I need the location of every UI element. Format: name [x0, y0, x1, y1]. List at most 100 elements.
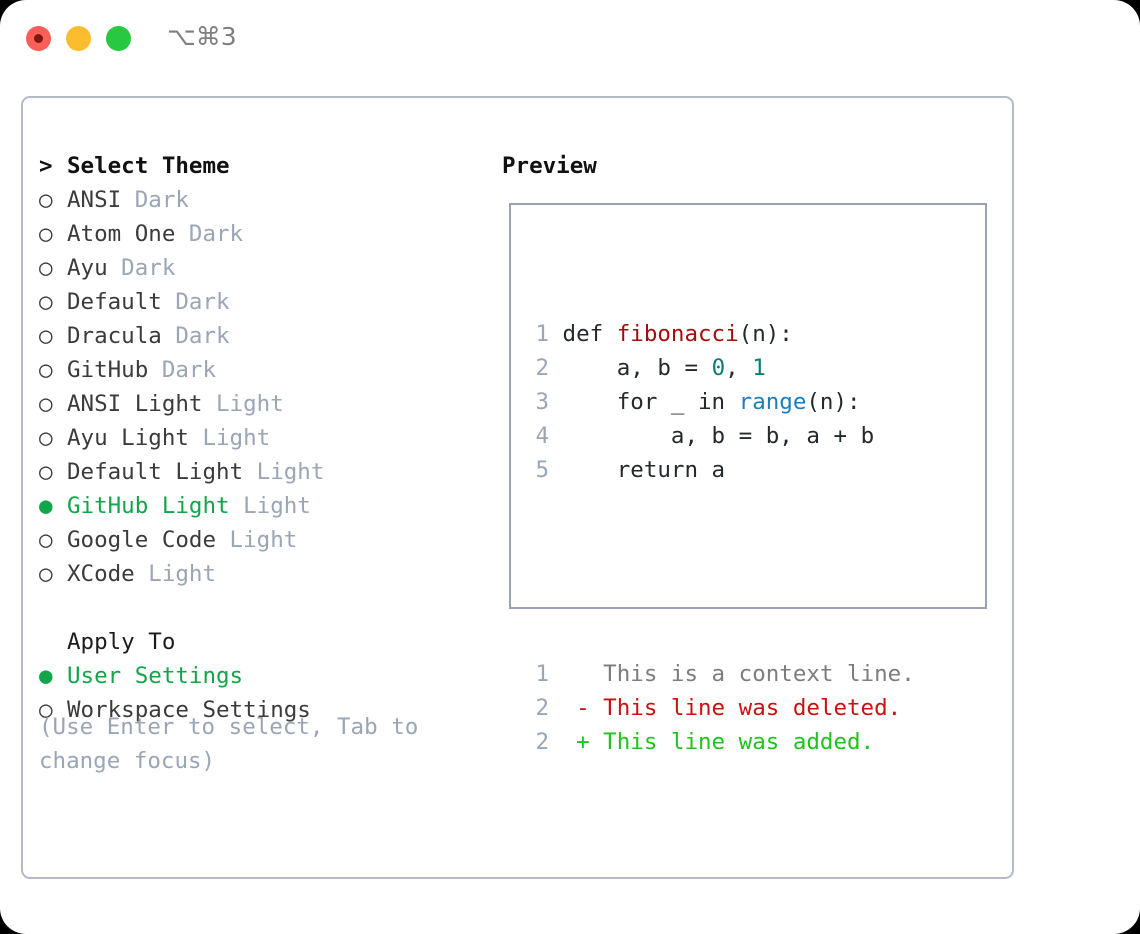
close-button[interactable] — [26, 26, 51, 51]
theme-name-label: Dracula — [67, 323, 162, 349]
hint-text: (Use Enter to select, Tab to change focu… — [39, 714, 419, 774]
maximize-button[interactable] — [106, 26, 131, 51]
line-number: 1 — [535, 661, 549, 687]
prompt-caret-icon: > — [39, 153, 53, 179]
theme-list-item[interactable]: ●GitHub Light Light — [39, 489, 479, 523]
window-shortcut-label: ⌥⌘3 — [167, 22, 237, 51]
preview-heading: Preview — [502, 153, 597, 179]
code-token-plain: (n): — [806, 389, 861, 415]
radio-unselected-icon: ○ — [39, 391, 53, 417]
radio-unselected-icon: ○ — [39, 221, 53, 247]
theme-list-item[interactable]: ○ Default Dark — [39, 285, 479, 319]
theme-list-item[interactable]: ○ Dracula Dark — [39, 319, 479, 353]
theme-variant-tag: Dark — [107, 255, 176, 281]
line-number: 5 — [535, 457, 549, 483]
theme-variant-tag: Dark — [121, 187, 189, 213]
theme-list-item[interactable]: ○ANSI Light Light — [39, 387, 479, 421]
theme-list-item[interactable]: ○ Google Code Light — [39, 523, 479, 557]
diff-lines: 1 This is a context line.2 - This line w… — [527, 657, 915, 759]
theme-name-label: Ayu Light — [67, 425, 189, 451]
theme-picker-heading: > Select Theme — [39, 149, 479, 183]
theme-variant-tag: Light — [243, 459, 325, 485]
theme-list-item[interactable]: ○ GitHub Dark — [39, 353, 479, 387]
apply-to-list: ● User Settings ○ Workspace Settings — [39, 659, 479, 727]
code-token-plain: a, b = b, a + b — [670, 423, 875, 449]
theme-variant-tag: Light — [229, 493, 311, 519]
theme-name-label: Google Code — [67, 527, 217, 553]
theme-name-label: Default — [67, 289, 162, 315]
theme-list-item[interactable]: ○ANSI Dark — [39, 183, 479, 217]
radio-unselected-icon: ○ — [39, 357, 53, 383]
code-line: 3 for _ in range(n): — [527, 385, 915, 419]
theme-name-label: GitHub — [67, 357, 149, 383]
page-title: Select Theme — [67, 153, 230, 179]
diff-line-del: 2 - This line was deleted. — [527, 691, 915, 725]
theme-variant-tag: Dark — [175, 221, 244, 247]
theme-variant-tag: Light — [216, 527, 298, 553]
apply-to-label: Workspace Settings — [67, 697, 311, 723]
line-number: 2 — [535, 729, 549, 755]
apply-to-heading: Apply To — [67, 629, 176, 655]
code-token-plain: a, b = — [616, 355, 712, 381]
code-token-num: 0 — [711, 355, 726, 381]
radio-unselected-icon: ○ — [39, 425, 53, 451]
theme-list-item[interactable]: ○ Ayu Dark — [39, 251, 479, 285]
code-token-fn: fibonacci — [616, 321, 739, 347]
line-number: 1 — [535, 321, 549, 347]
theme-list-item[interactable]: ○ Ayu Light Light — [39, 421, 479, 455]
apply-to-label: User Settings — [67, 663, 244, 689]
radio-unselected-icon: ○ — [39, 289, 53, 315]
theme-variant-tag: Dark — [148, 357, 217, 383]
main-panel: >Select Theme ○ANSI Dark○Atom One Dark○A… — [21, 96, 1014, 879]
diff-line-text: - This line was deleted. — [549, 695, 902, 721]
diff-line-text: This is a context line. — [549, 661, 915, 687]
code-token-plain: return a — [616, 457, 726, 483]
code-indent — [549, 389, 617, 415]
theme-name-label: ANSI Light — [67, 391, 203, 417]
title-bar: ⌥⌘3 — [0, 0, 1140, 78]
theme-variant-tag: Dark — [161, 323, 230, 349]
code-line: 2 a, b = 0, 1 — [527, 351, 915, 385]
theme-name-label: Default Light — [67, 459, 244, 485]
theme-list-item[interactable]: ○ Atom One Dark — [39, 217, 479, 251]
apply-to-item[interactable]: ● User Settings — [39, 659, 479, 693]
code-token-call: range — [738, 389, 807, 415]
code-blank-line — [527, 555, 915, 589]
diff-line-add: 2 + This line was added. — [527, 725, 915, 759]
theme-name-label: ANSI — [67, 187, 122, 213]
line-number: 2 — [535, 695, 549, 721]
theme-list: ○ANSI Dark○Atom One Dark○Ayu Dark○Defaul… — [39, 183, 479, 591]
code-token-num: 1 — [752, 355, 766, 381]
theme-variant-tag: Light — [134, 561, 217, 587]
code-token-plain: , — [725, 355, 753, 381]
radio-unselected-icon: ○ — [39, 697, 53, 723]
radio-unselected-icon: ○ — [39, 527, 53, 553]
code-token-plain: def — [562, 321, 617, 347]
line-number: 4 — [535, 423, 549, 449]
code-indent — [549, 321, 563, 347]
code-line: 1 def fibonacci(n): — [527, 317, 915, 351]
radio-selected-icon: ● — [39, 663, 53, 689]
diff-line-text: + This line was added. — [549, 729, 875, 755]
code-indent — [549, 423, 671, 449]
theme-list-item[interactable]: ○ Default Light Light — [39, 455, 479, 489]
theme-name-label: Atom One — [67, 221, 176, 247]
line-number: 2 — [535, 355, 549, 381]
theme-name-label: Ayu — [67, 255, 108, 281]
radio-unselected-icon: ○ — [39, 255, 53, 281]
theme-picker-column: >Select Theme ○ANSI Dark○Atom One Dark○A… — [39, 149, 479, 727]
apply-to-item[interactable]: ○ Workspace Settings — [39, 693, 479, 727]
theme-variant-tag: Light — [188, 425, 271, 451]
minimize-button[interactable] — [66, 26, 91, 51]
list-spacer — [39, 591, 479, 625]
theme-list-item[interactable]: ○XCode Light — [39, 557, 479, 591]
radio-unselected-icon: ○ — [39, 561, 53, 587]
code-line: 5 return a — [527, 453, 915, 487]
line-number: 3 — [535, 389, 549, 415]
radio-unselected-icon: ○ — [39, 323, 53, 349]
code-indent — [549, 355, 617, 381]
radio-unselected-icon: ○ — [39, 459, 53, 485]
theme-variant-tag: Dark — [161, 289, 230, 315]
